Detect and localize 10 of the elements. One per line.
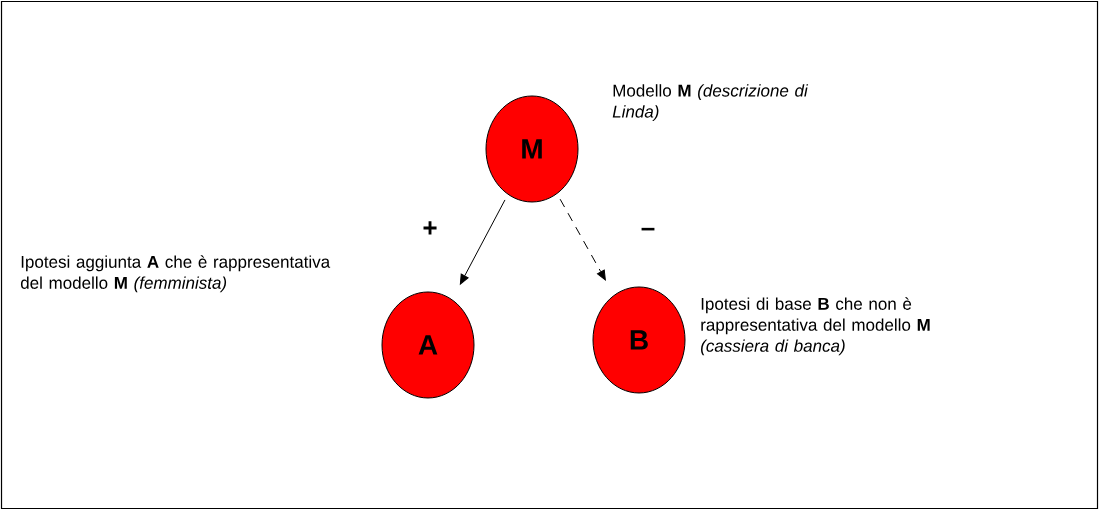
- arrow: [459, 199, 506, 285]
- node-caption: Modello M (descrizione di Linda): [612, 84, 809, 121]
- edge-label: –: [639, 226, 657, 238]
- arrow: [559, 198, 606, 281]
- circle-node: A: [381, 291, 475, 399]
- circle-node: M: [485, 95, 579, 203]
- node-caption: Ipotesi aggiunta A che è rappresentativa del modello M (femminista): [20, 255, 331, 293]
- edge-label: +: [421, 220, 439, 238]
- node-caption: Ipotesi di base B che non è rappresentativa del modello M (cassiera di banca): [701, 297, 930, 356]
- circle-node: B: [592, 286, 686, 394]
